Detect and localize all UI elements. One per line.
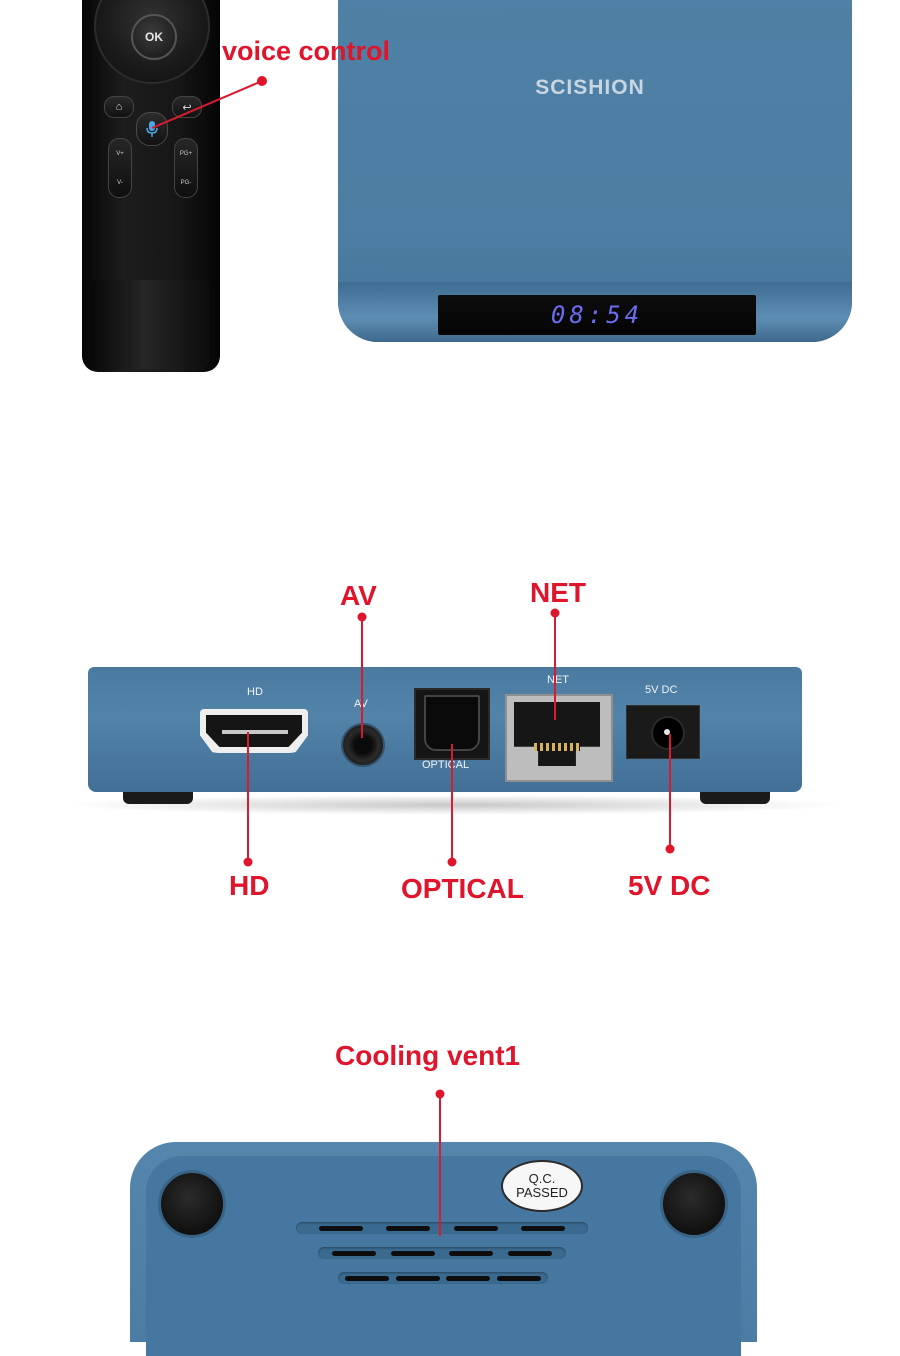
ethernet-port-pins [534,743,580,751]
optical-callout: OPTICAL [401,873,524,904]
cooling-vent-row-2 [318,1247,566,1259]
dc-port-label: 5V DC [645,684,678,696]
dc-port-pin [664,729,670,735]
optical-port-label: OPTICAL [422,759,470,771]
av-callout: AV [340,580,377,611]
qc-line2: PASSED [516,1185,568,1200]
qc-passed-sticker: Q.C. PASSED [501,1160,583,1212]
hd-port-label: HD [247,686,263,698]
volume-down-label: V- [117,179,123,186]
voice-control-pointer [151,76,267,129]
remote-ok-button: OK [131,14,177,60]
page-down-label: PG- [180,179,192,186]
volume-rocker: V+ V- [108,138,132,198]
qc-line1: Q.C. [528,1171,556,1186]
brand-logo: SCISHION [535,76,645,99]
hdmi-port-pins [222,730,288,734]
page-rocker: PG+ PG- [174,138,198,198]
cooling-vent-pointer [435,1089,445,1236]
mic-icon [136,112,168,146]
box-foot-left [123,792,193,804]
remote-battery-cap [91,280,209,370]
port-pointers [243,608,675,867]
box-shadow [60,795,850,815]
rubber-foot-right [660,1170,728,1238]
home-icon: ⌂ [104,96,134,118]
cooling-vent-callout: Cooling vent1 [335,1040,521,1071]
hd-callout: HD [229,870,270,901]
voice-control-callout: voice control [222,36,391,66]
rubber-foot-left [158,1170,226,1238]
cooling-vent-row-3 [338,1272,548,1284]
cooling-vent-row-1 [296,1222,588,1234]
box-foot-right [700,792,770,804]
front-display: 08:54 [438,295,756,335]
dc-callout: 5V DC [628,870,711,901]
display-time: 08:54 [550,301,644,329]
volume-up-label: V+ [116,150,124,157]
page-up-label: PG+ [179,150,193,157]
net-callout: NET [530,577,586,608]
av-port-label: AV [354,698,368,710]
net-port-label: NET [547,674,569,686]
